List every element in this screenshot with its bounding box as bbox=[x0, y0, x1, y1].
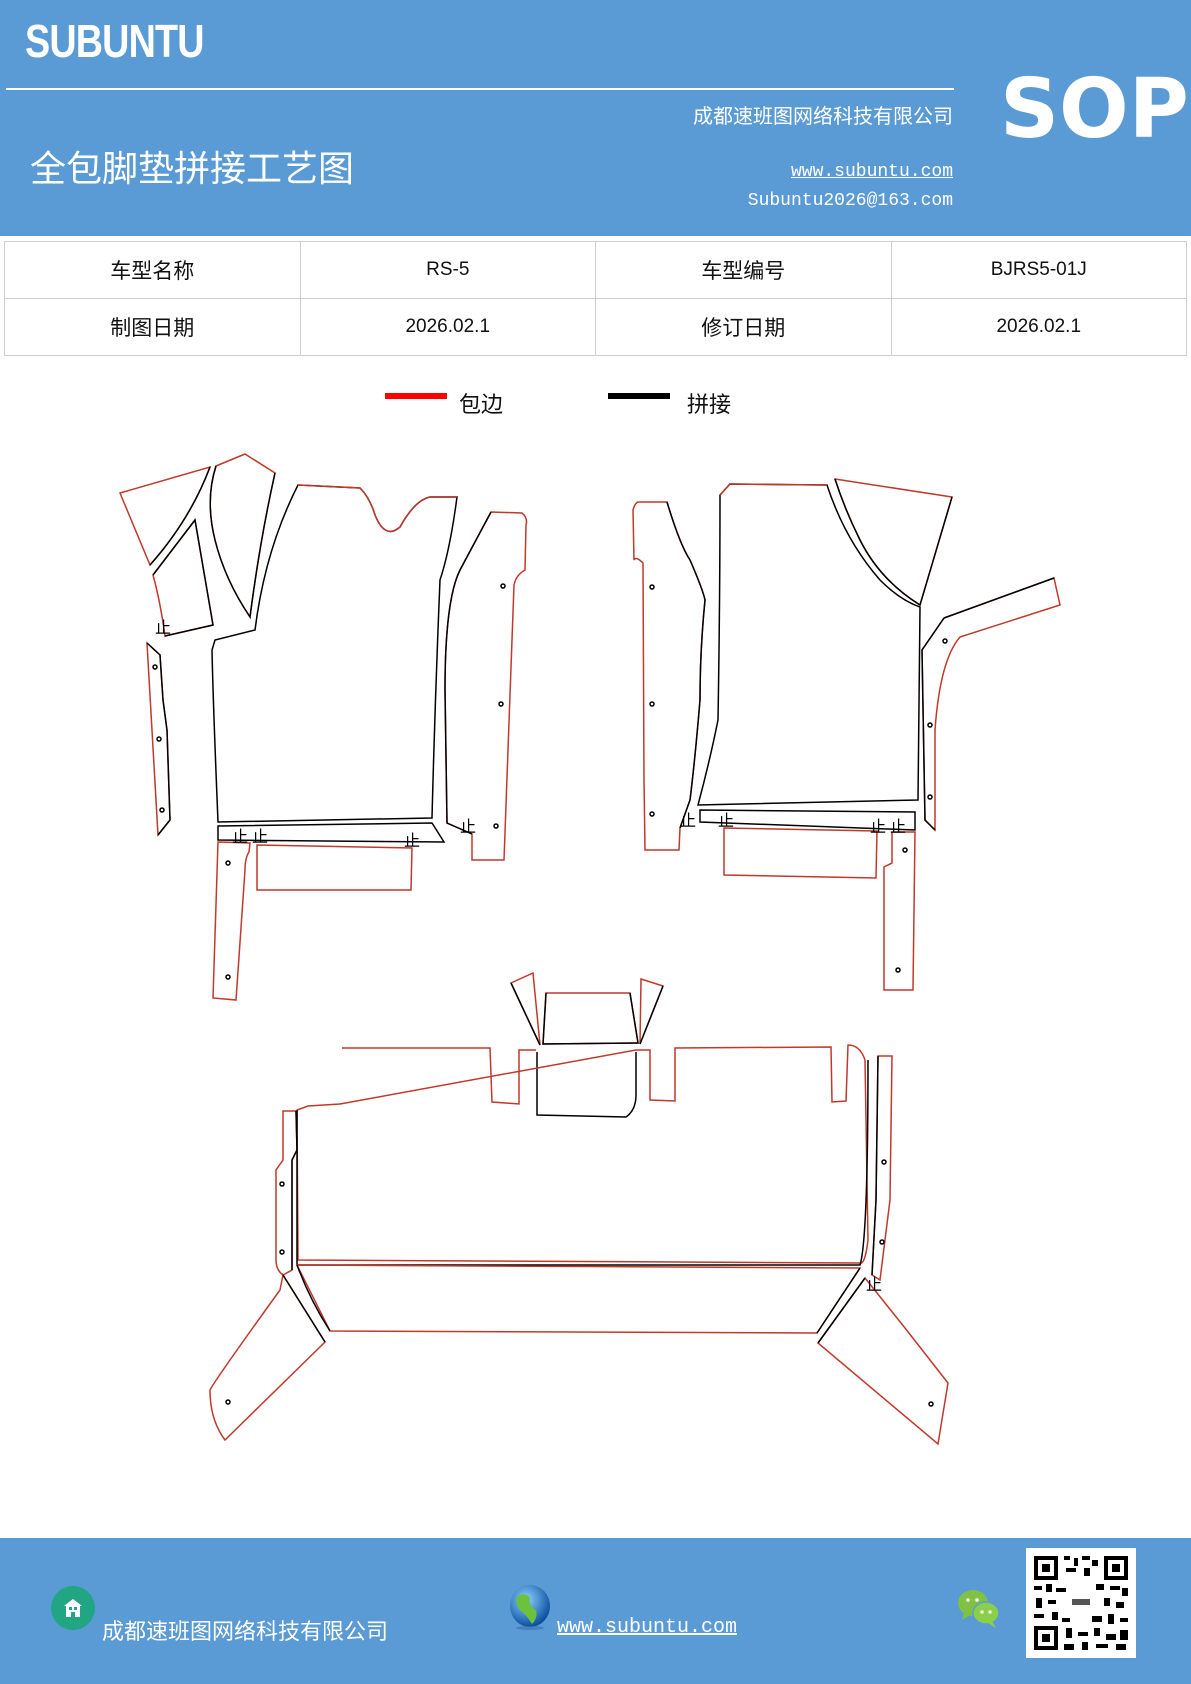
draw-date-value: 2026.02.1 bbox=[299, 298, 596, 356]
website-link[interactable]: www.subuntu.com bbox=[790, 162, 953, 182]
sop-label: SOP bbox=[1000, 62, 1189, 157]
footer-company: 成都速班图网络科技有限公司 bbox=[102, 1620, 389, 1645]
stop-mark: 止 bbox=[232, 827, 248, 846]
stop-mark: 止 bbox=[866, 1275, 882, 1294]
draw-date-label: 制图日期 bbox=[4, 298, 301, 356]
front-left-pieces: 止 止 止 止 止 bbox=[118, 453, 528, 1001]
legend-swatch-edge bbox=[385, 393, 447, 399]
table-row: 车型名称 RS-5 车型编号 BJRS5-01J bbox=[4, 241, 1187, 299]
legend-swatch-seam bbox=[608, 393, 670, 399]
building-icon bbox=[51, 1586, 95, 1630]
stop-mark: 止 bbox=[718, 811, 734, 830]
page-title: 全包脚垫拼接工艺图 bbox=[30, 149, 355, 190]
legend-label-edge: 包边 bbox=[459, 393, 504, 418]
footer-website-link[interactable]: www.subuntu.com bbox=[557, 1616, 738, 1639]
front-right-pieces: 止 止 止 止 bbox=[632, 478, 1061, 991]
qr-code bbox=[1026, 1548, 1136, 1658]
model-name-value: RS-5 bbox=[299, 241, 596, 299]
stop-mark: 止 bbox=[870, 817, 886, 836]
email-text: Subuntu2026@163.com bbox=[747, 191, 953, 211]
legend: 包边 拼接 bbox=[0, 384, 1191, 424]
rear-pieces: 止 bbox=[209, 971, 949, 1446]
revise-date-value: 2026.02.1 bbox=[890, 298, 1187, 356]
header-divider bbox=[6, 88, 954, 90]
revise-date-label: 修订日期 bbox=[595, 298, 892, 356]
model-code-label: 车型编号 bbox=[595, 241, 892, 299]
footer-banner: 成都速班图网络科技有限公司 www.subuntu.com bbox=[0, 1538, 1191, 1684]
vehicle-info-table: 车型名称 RS-5 车型编号 BJRS5-01J 制图日期 2026.02.1 … bbox=[4, 241, 1187, 356]
stop-mark: 止 bbox=[460, 817, 476, 836]
stop-mark: 止 bbox=[404, 831, 420, 850]
stop-mark: 止 bbox=[252, 827, 268, 846]
stop-mark: 止 bbox=[680, 811, 696, 830]
company-name: 成都速班图网络科技有限公司 bbox=[693, 104, 953, 128]
table-row: 制图日期 2026.02.1 修订日期 2026.02.1 bbox=[4, 298, 1187, 356]
model-code-value: BJRS5-01J bbox=[890, 241, 1187, 299]
brand-logo: SUBUNTU bbox=[25, 15, 204, 67]
stop-mark: 止 bbox=[890, 817, 906, 836]
globe-icon bbox=[510, 1585, 550, 1630]
legend-label-seam: 拼接 bbox=[687, 393, 732, 418]
header-banner: SUBUNTU 全包脚垫拼接工艺图 成都速班图网络科技有限公司 www.subu… bbox=[0, 0, 1191, 236]
stop-mark: 止 bbox=[155, 618, 171, 637]
model-name-label: 车型名称 bbox=[4, 241, 301, 299]
mat-splicing-diagram: 止 止 止 止 止 止 止 止 止 bbox=[118, 453, 1061, 1446]
wechat-icon bbox=[958, 1590, 1000, 1628]
